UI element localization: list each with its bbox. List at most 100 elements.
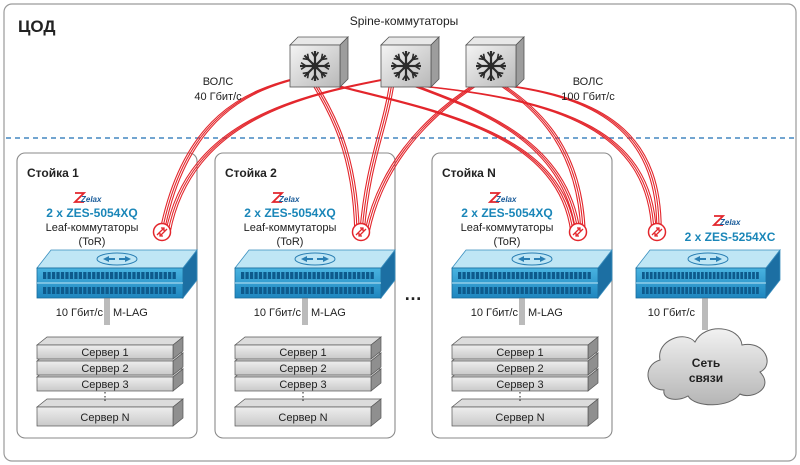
switch-port <box>87 287 91 294</box>
spine-ray <box>482 53 486 60</box>
switch-port <box>245 287 249 294</box>
switch-port <box>657 272 661 279</box>
switch-port <box>551 287 556 294</box>
switch-logo <box>294 252 336 266</box>
fiber-spine1-rack1 <box>163 77 301 233</box>
switch-port <box>47 287 51 294</box>
spine-ray <box>321 71 328 75</box>
switch-port <box>669 287 673 294</box>
link-speed: 10 Гбит/с <box>56 307 104 319</box>
switch-port <box>316 272 321 279</box>
switch-port <box>716 272 720 279</box>
switch-port <box>92 272 96 279</box>
switch-port <box>653 272 657 279</box>
switch-port <box>458 287 462 294</box>
spine-ray <box>412 57 419 61</box>
switch-port <box>312 287 316 294</box>
server-ellipsis: ⋮ <box>515 391 526 403</box>
switch-port <box>642 287 645 294</box>
spine-ray <box>300 61 307 67</box>
switch-port <box>150 272 154 279</box>
leaf-switch-3 <box>451 248 613 300</box>
server-front <box>36 360 174 376</box>
server-front <box>36 344 174 360</box>
switch-port <box>551 272 556 279</box>
switch-port <box>65 272 69 279</box>
switch-port <box>343 272 347 279</box>
spine-ray <box>405 51 411 58</box>
switch-port <box>511 272 515 279</box>
switch-logo <box>511 252 553 266</box>
switch-port <box>159 287 163 294</box>
switch-port <box>693 287 696 294</box>
fiber-spine2-rackn <box>409 83 579 233</box>
switch-port <box>578 272 582 279</box>
server-label: Сервер 3 <box>81 379 128 391</box>
spine-ray <box>490 51 496 58</box>
switch-logo <box>96 252 138 266</box>
switch-port <box>245 272 249 279</box>
fiber-spine1-rack2 <box>309 79 356 233</box>
switch-port <box>720 272 724 279</box>
spine-ray <box>306 53 310 60</box>
spine-ray <box>411 53 415 60</box>
switch-port <box>724 272 728 279</box>
server-label: Сервер 1 <box>81 347 128 359</box>
switch-port <box>471 272 475 279</box>
switch-port <box>263 272 267 279</box>
fiber-spine3-rack2 <box>366 81 481 233</box>
switch-port <box>339 287 343 294</box>
switch-logo-arrows <box>518 256 546 262</box>
switch-port <box>752 287 755 294</box>
switch-port <box>316 287 321 294</box>
converter-arrows <box>355 227 367 237</box>
switch-port <box>484 272 489 279</box>
switch-port <box>732 287 736 294</box>
switch-port <box>669 272 673 279</box>
spine-ray <box>476 61 483 67</box>
switch-port <box>361 287 365 294</box>
switch-port <box>92 287 96 294</box>
switch-port <box>83 272 87 279</box>
server-label: Сервер N <box>80 412 129 424</box>
switch-port <box>689 287 692 294</box>
switch-port <box>56 272 60 279</box>
switch-port <box>493 287 497 294</box>
switch-port <box>281 287 285 294</box>
switch-port <box>489 272 493 279</box>
switch-port <box>370 272 374 279</box>
spine-ray <box>393 57 400 61</box>
switch-port <box>357 272 361 279</box>
spine-ray <box>478 57 485 61</box>
spine-ray <box>393 71 400 75</box>
spine-switches <box>289 36 525 88</box>
border-model: 2 x ZES-5254XC <box>685 230 776 244</box>
switch-port <box>587 272 591 279</box>
fiber-spine1-rack1 <box>159 77 296 233</box>
switch-port <box>118 272 123 279</box>
switch-port <box>712 287 716 294</box>
switch-port <box>361 272 365 279</box>
switch-port <box>697 287 700 294</box>
switch-port <box>516 272 520 279</box>
switch-port <box>285 272 289 279</box>
switch-port <box>704 287 708 294</box>
switch-port <box>249 287 254 294</box>
server-front <box>234 344 372 360</box>
switch-port <box>272 272 276 279</box>
fiber-links <box>159 77 662 233</box>
switch-port <box>507 287 511 294</box>
spine-ray <box>499 61 506 67</box>
switch-logo-arrows <box>301 256 329 262</box>
fiber-spine3-border <box>512 85 662 233</box>
switch-port <box>47 272 51 279</box>
fiber-spine2-rackn <box>407 83 577 233</box>
spine-switch-2 <box>380 36 440 88</box>
spine-ray <box>391 65 398 71</box>
switch-port <box>511 287 515 294</box>
switch-port <box>172 272 176 279</box>
switch-port <box>649 287 653 294</box>
border-switch <box>635 248 781 300</box>
